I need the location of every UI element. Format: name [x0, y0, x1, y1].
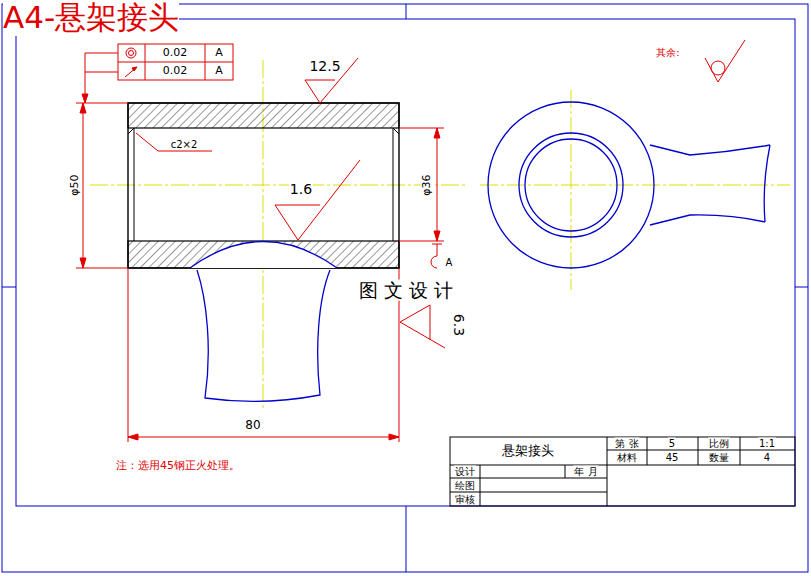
length-dim: 80	[244, 419, 261, 432]
datum-ref: A	[214, 65, 224, 77]
roughness-value: 1.6	[289, 182, 313, 197]
table-cell: 第 张	[614, 438, 639, 449]
table-cell: 绘图	[454, 480, 476, 491]
chamfer-dim: c2×2	[170, 139, 199, 150]
diameter-dim: φ36	[421, 173, 433, 196]
roughness-value: 6.3	[450, 313, 465, 337]
datum-letter: A	[445, 257, 454, 268]
part-name: 悬架接头	[501, 444, 555, 458]
sheet-title: A4-悬架接头	[3, 0, 179, 36]
watermark: 图 文 设 计	[358, 280, 454, 301]
table-cell: 1:1	[758, 438, 776, 449]
table-cell: 5	[668, 438, 676, 449]
table-cell: 4	[763, 452, 771, 463]
table-cell: 年 月	[573, 466, 598, 477]
table-cell: 设计	[454, 466, 476, 477]
datum-ref: A	[214, 47, 224, 59]
table-cell: 比例	[708, 438, 730, 449]
note-text: 注：选用45钢正火处理。	[115, 460, 241, 472]
table-cell: 材料	[616, 452, 638, 463]
diameter-dim: φ50	[69, 173, 81, 196]
roughness-value: 12.5	[308, 59, 341, 74]
tolerance-value: 0.02	[162, 47, 189, 59]
note-label: 其余:	[655, 47, 680, 58]
table-cell: 审核	[454, 494, 476, 505]
table-cell: 数量	[708, 452, 730, 463]
tolerance-value: 0.02	[162, 65, 189, 77]
table-cell: 45	[665, 452, 680, 463]
